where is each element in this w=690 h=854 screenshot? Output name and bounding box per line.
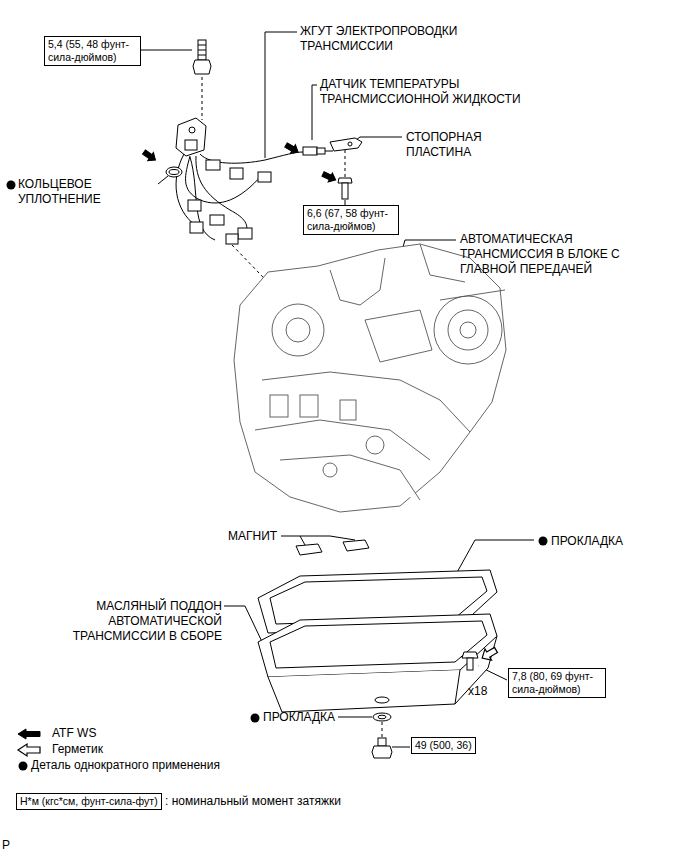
part-label: СТОПОРНАЯ ПЛАСТИНА xyxy=(406,130,536,160)
torque-value: 7,8 (80, 69 фунт-сила-дюймов) xyxy=(512,670,593,695)
torque-value: 5,4 (55, 48 фунт-сила-дюймов) xyxy=(48,38,129,63)
transmission-wire-harness xyxy=(176,118,303,244)
oil-pan xyxy=(258,614,497,712)
atf-ws-arrows xyxy=(141,141,338,185)
magnets xyxy=(296,540,369,555)
fluid-temperature-sensor xyxy=(303,147,333,155)
legend-note: : номинальный момент затяжки xyxy=(165,794,341,809)
torque-value: Н*м (кгс*см, фунт-сила-фут) xyxy=(20,795,158,807)
part-label: ЖГУТ ЭЛЕКТРОПРОВОДКИ ТРАНСМИССИИ xyxy=(300,24,490,54)
torque-box: 7,8 (80, 69 фунт-сила-дюймов) xyxy=(508,668,606,698)
torque-box: 5,4 (55, 48 фунт-сила-дюймов) xyxy=(44,36,141,66)
single-use-dots xyxy=(7,181,548,723)
sealant-arrow xyxy=(479,644,499,663)
page-mark: P xyxy=(2,838,22,853)
torque-box: 6,6 (67, 58 фунт-сила-дюймов) xyxy=(303,205,399,235)
part-label: ПРОКЛАДКА xyxy=(263,710,363,725)
legend-text: Герметик xyxy=(52,742,103,757)
quantity-note: x18 xyxy=(468,684,498,699)
o-ring xyxy=(166,167,182,177)
part-label: АВТОМАТИЧЕСКАЯ ТРАНСМИССИЯ В БЛОКЕ С ГЛА… xyxy=(460,232,645,277)
part-label: ПРОКЛАДКА xyxy=(551,534,651,549)
torque-value: 49 (500, 36) xyxy=(415,739,472,751)
part-label: КОЛЬЦЕВОЕ УПЛОТНЕНИЕ xyxy=(18,177,158,207)
part-label: ДАТЧИК ТЕМПЕРАТУРЫ ТРАНСМИССИОННОЙ ЖИДКО… xyxy=(320,77,535,107)
drain-gasket-and-plug xyxy=(372,713,392,758)
legend-text: Деталь однократного применения xyxy=(31,758,220,773)
legend-text: ATF WS xyxy=(52,726,96,741)
harness-bolt xyxy=(193,40,211,74)
part-label: МАГНИТ xyxy=(228,529,280,544)
torque-value: 6,6 (67, 58 фунт-сила-дюймов) xyxy=(307,207,388,232)
automatic-transaxle xyxy=(234,244,506,512)
part-label: МАСЛЯНЫЙ ПОДДОН АВТОМАТИЧЕСКОЙ ТРАНСМИСС… xyxy=(36,599,222,644)
pan-bolt xyxy=(462,652,478,670)
lock-plate-and-bolt xyxy=(330,138,362,199)
torque-box: Н*м (кгс*см, фунт-сила-фут) xyxy=(16,793,162,810)
torque-box: 49 (500, 36) xyxy=(411,737,476,754)
